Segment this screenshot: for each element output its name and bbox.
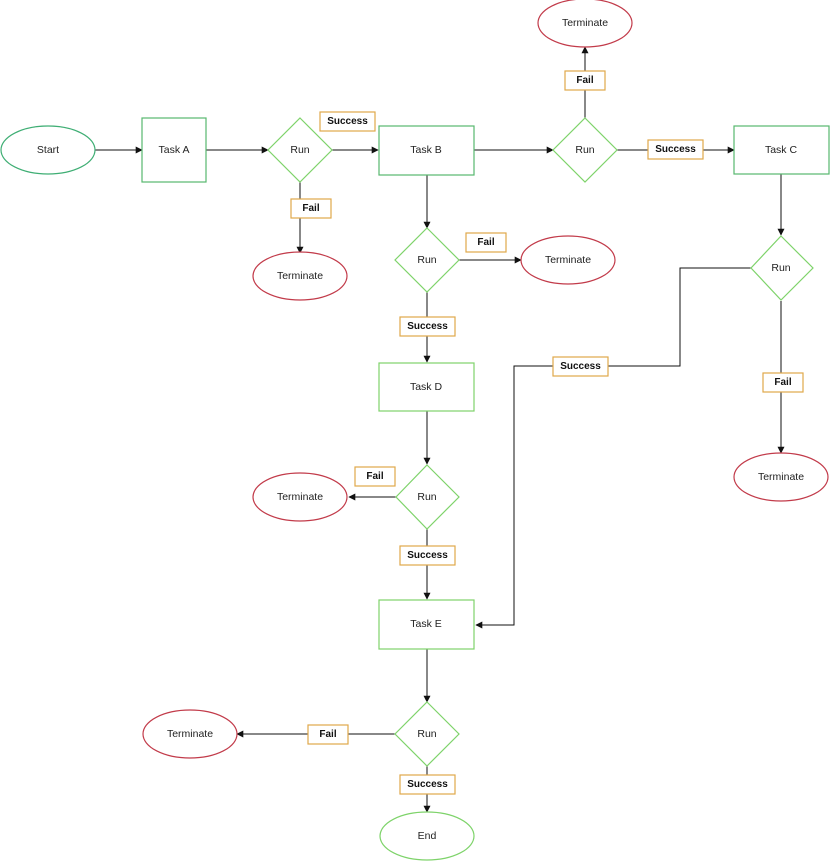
- edge-label-run-6-fail: Fail: [307, 724, 349, 745]
- run-1-decision: Run: [267, 117, 333, 183]
- task-b-label: Task B: [410, 144, 442, 156]
- terminate-4-label: Terminate: [758, 471, 804, 483]
- run-3-label: Run: [417, 254, 436, 266]
- terminate-2-label: Terminate: [562, 17, 608, 29]
- terminate-3-node: Terminate: [520, 235, 616, 285]
- svg-text:Fail: Fail: [302, 203, 319, 214]
- edge-label-run-1-success: Success: [319, 111, 376, 132]
- edge-label-run-1-fail: Fail: [290, 198, 332, 219]
- run-4-decision: Run: [750, 235, 814, 301]
- task-b-node: Task B: [378, 125, 475, 176]
- edge-label-run-5-fail: Fail: [354, 466, 396, 487]
- terminate-2-node: Terminate: [537, 0, 633, 48]
- terminate-6-label: Terminate: [167, 728, 213, 740]
- start-node: Start: [0, 125, 96, 175]
- terminate-5-node: Terminate: [252, 472, 348, 522]
- svg-text:Fail: Fail: [319, 729, 336, 740]
- run-2-decision: Run: [552, 117, 618, 183]
- edge-label-run-4-success: Success: [552, 356, 609, 377]
- edge-label-run-3-fail: Fail: [465, 232, 507, 253]
- terminate-3-label: Terminate: [545, 254, 591, 266]
- edge-run-4-task-e: [475, 267, 751, 629]
- task-c-node: Task C: [733, 125, 830, 175]
- run-5-decision: Run: [395, 464, 460, 530]
- edge-label-run-5-success: Success: [399, 545, 456, 566]
- run-5-label: Run: [417, 491, 436, 503]
- run-6-label: Run: [417, 728, 436, 740]
- terminate-4-node: Terminate: [733, 452, 829, 502]
- end-label: End: [418, 830, 437, 842]
- run-6-decision: Run: [394, 701, 460, 767]
- edge-label-run-3-success: Success: [399, 316, 456, 337]
- task-e-label: Task E: [410, 618, 442, 630]
- terminate-1-label: Terminate: [277, 270, 323, 282]
- svg-text:Success: Success: [560, 361, 601, 372]
- svg-text:Fail: Fail: [774, 377, 791, 388]
- task-d-node: Task D: [378, 362, 475, 412]
- edge-label-run-2-success: Success: [647, 139, 704, 160]
- start-label: Start: [37, 144, 59, 156]
- run-1-label: Run: [290, 144, 309, 156]
- edge-label-run-6-success: Success: [399, 774, 456, 795]
- task-a-label: Task A: [159, 144, 190, 156]
- run-4-label: Run: [771, 262, 790, 274]
- svg-text:Success: Success: [407, 779, 448, 790]
- svg-text:Fail: Fail: [366, 471, 383, 482]
- end-node: End: [379, 811, 475, 861]
- svg-text:Fail: Fail: [576, 75, 593, 86]
- terminate-6-node: Terminate: [142, 709, 238, 759]
- svg-text:Success: Success: [655, 144, 696, 155]
- svg-text:Success: Success: [407, 550, 448, 561]
- terminate-1-node: Terminate: [252, 251, 348, 301]
- run-2-label: Run: [575, 144, 594, 156]
- terminate-5-label: Terminate: [277, 491, 323, 503]
- run-3-decision: Run: [394, 227, 460, 293]
- task-c-label: Task C: [765, 144, 798, 156]
- task-e-node: Task E: [378, 599, 475, 650]
- task-d-label: Task D: [410, 381, 443, 393]
- edge-label-run-4-fail: Fail: [762, 372, 804, 393]
- edge-label-run-2-fail: Fail: [564, 70, 606, 91]
- svg-text:Success: Success: [327, 116, 368, 127]
- task-a-node: Task A: [141, 117, 207, 183]
- svg-text:Fail: Fail: [477, 237, 494, 248]
- svg-text:Success: Success: [407, 321, 448, 332]
